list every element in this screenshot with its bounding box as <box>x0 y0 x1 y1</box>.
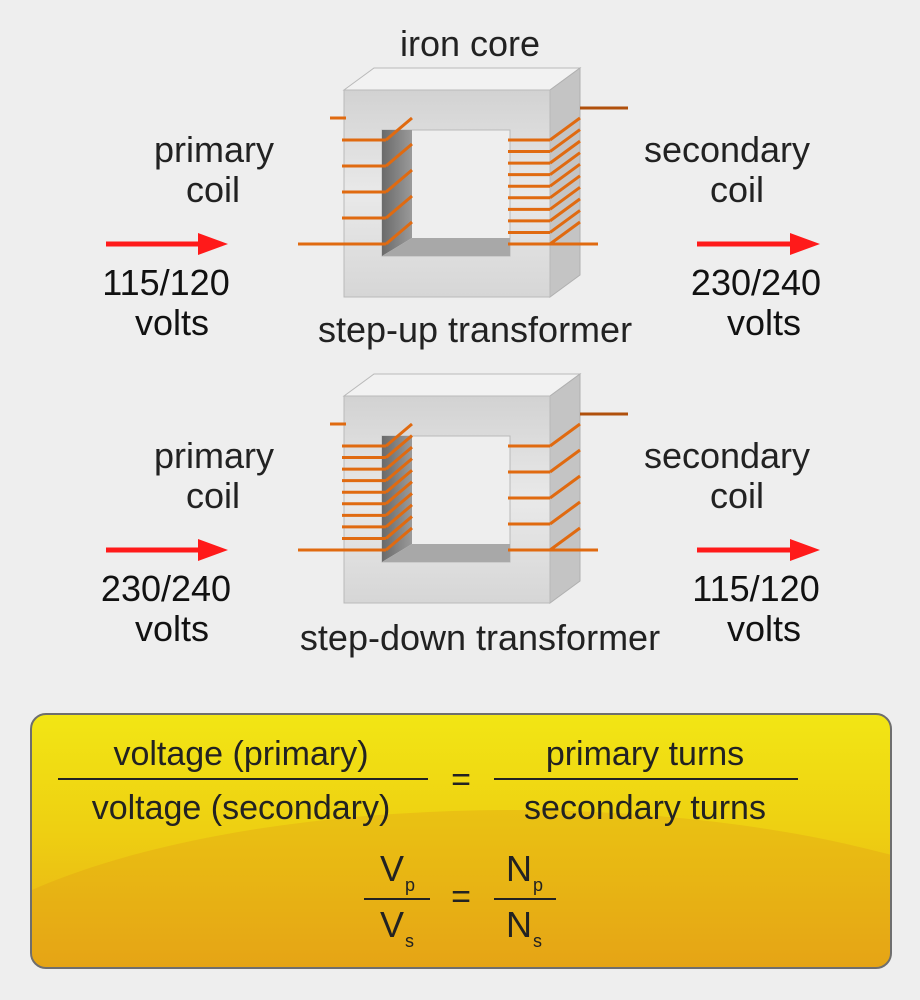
step-down-transformer-drawing <box>106 373 820 604</box>
secondary-coil-wrap-1-2 <box>549 139 581 165</box>
fraction-bar-left <box>58 778 428 780</box>
secondary-coil-wrap-1-6 <box>549 186 581 211</box>
symbol-vs-letter: V <box>380 904 405 945</box>
primary-coil-1 <box>298 116 413 246</box>
core-inner-bottom-2 <box>382 544 510 562</box>
output-arrow-2 <box>697 539 820 561</box>
symbol-vp-subscript: p <box>405 875 416 895</box>
secondary-coil-label-1-line2: coil <box>709 169 765 210</box>
primary-coil-wrap-1-2 <box>385 168 413 194</box>
secondary-coil-wrap-1-3 <box>549 151 581 176</box>
secondary-coil-label-1-line1: secondary <box>643 129 811 170</box>
symbol-vs-subscript: s <box>405 931 415 951</box>
primary-coil-label-1-line2: coil <box>185 169 240 210</box>
fraction-bar-right <box>494 778 798 780</box>
secondary-coil-wrap-1-0 <box>549 116 581 142</box>
primary-coil-wrap-1-4 <box>385 220 413 246</box>
secondary-coil-wrap-1-5 <box>549 174 581 199</box>
formula-denominator-left: voltage (secondary) <box>91 789 391 827</box>
primary-coil-wrap-2-0 <box>385 422 413 448</box>
symbol-np-subscript: p <box>533 875 544 895</box>
secondary-coil-wrap-1-8 <box>549 209 581 234</box>
formula-numerator-left: voltage (primary) <box>113 735 369 773</box>
fraction-bar-symbol-right <box>494 898 556 900</box>
secondary-coil-wrap-2-0 <box>549 422 581 448</box>
input-voltage-2: 230/240 <box>100 568 232 609</box>
primary-coil-wrap-2-5 <box>385 480 413 505</box>
iron-core-1 <box>342 67 582 298</box>
primary-coil-2 <box>298 422 413 552</box>
fraction-bar-symbol-left <box>364 898 430 900</box>
secondary-coil-wrap-2-4 <box>549 526 581 552</box>
primary-coil-wrap-2-2 <box>385 445 413 471</box>
step-up-transformer-drawing <box>106 67 820 298</box>
primary-coil-wrap-2-7 <box>385 503 413 529</box>
iron-core-2 <box>342 373 582 604</box>
primary-coil-wrap-2-3 <box>385 457 413 482</box>
primary-coil-wrap-1-1 <box>385 142 413 168</box>
secondary-coil-2 <box>508 412 628 552</box>
symbol-np-letter: N <box>506 848 532 889</box>
secondary-coil-wrap-1-4 <box>549 163 581 188</box>
transformer-diagrams <box>106 67 820 604</box>
formula-box: voltage (primary) voltage (secondary) = … <box>30 713 892 969</box>
input-arrow-1 <box>106 233 228 255</box>
formula-numerator-right: primary turns <box>545 735 745 773</box>
input-unit-1: volts <box>134 302 210 343</box>
input-arrow-2 <box>106 539 228 561</box>
transformer-caption-1: step-up transformer <box>317 309 633 350</box>
primary-coil-label-2-line2: coil <box>185 475 240 516</box>
output-arrow-1 <box>697 233 820 255</box>
secondary-coil-wrap-1-9 <box>549 220 581 246</box>
input-voltage-1: 115/120 <box>102 262 230 303</box>
secondary-coil-wrap-1-7 <box>549 197 581 223</box>
input-arrow-head-1 <box>198 233 228 255</box>
core-top-face-2 <box>342 373 582 397</box>
core-inner-bottom-1 <box>382 238 510 256</box>
output-voltage-2: 115/120 <box>692 568 820 609</box>
primary-coil-wrap-2-4 <box>385 469 413 494</box>
primary-coil-wrap-1-3 <box>385 194 413 220</box>
secondary-coil-1 <box>508 106 628 246</box>
input-arrow-head-2 <box>198 539 228 561</box>
formula-equals-symbols: = <box>451 878 471 916</box>
output-arrow-head-1 <box>790 233 820 255</box>
primary-coil-wrap-2-8 <box>385 515 413 540</box>
output-unit-2: volts <box>726 608 802 649</box>
symbol-vs: Vs <box>380 905 414 961</box>
formula-equals-words: = <box>451 761 471 799</box>
secondary-coil-wrap-2-2 <box>549 474 581 500</box>
transformer-caption-2: step-down transformer <box>299 617 661 658</box>
symbol-ns-subscript: s <box>533 931 542 951</box>
symbol-ns: Ns <box>506 905 542 961</box>
input-unit-2: volts <box>134 608 210 649</box>
primary-coil-wrap-2-1 <box>385 434 413 459</box>
secondary-coil-wrap-2-3 <box>549 500 581 526</box>
output-unit-1: volts <box>726 302 802 343</box>
secondary-coil-wrap-1-1 <box>549 128 581 153</box>
secondary-coil-wrap-2-1 <box>549 448 581 474</box>
primary-coil-wrap-2-6 <box>385 492 413 517</box>
output-voltage-1: 230/240 <box>690 262 822 303</box>
output-arrow-head-2 <box>790 539 820 561</box>
primary-coil-label-2-line1: primary <box>153 435 274 476</box>
symbol-ns-letter: N <box>506 904 532 945</box>
secondary-coil-label-2-line2: coil <box>709 475 765 516</box>
symbol-vp: Vp <box>380 849 415 905</box>
primary-coil-label-1-line1: primary <box>153 129 274 170</box>
primary-coil-wrap-2-9 <box>385 526 413 552</box>
symbol-vp-letter: V <box>380 848 405 889</box>
primary-coil-wrap-1-0 <box>385 116 413 142</box>
core-top-face-1 <box>342 67 582 91</box>
symbol-np: Np <box>506 849 543 905</box>
iron-core-label: iron core <box>399 23 541 64</box>
formula-denominator-right: secondary turns <box>524 789 766 827</box>
secondary-coil-label-2-line1: secondary <box>643 435 811 476</box>
